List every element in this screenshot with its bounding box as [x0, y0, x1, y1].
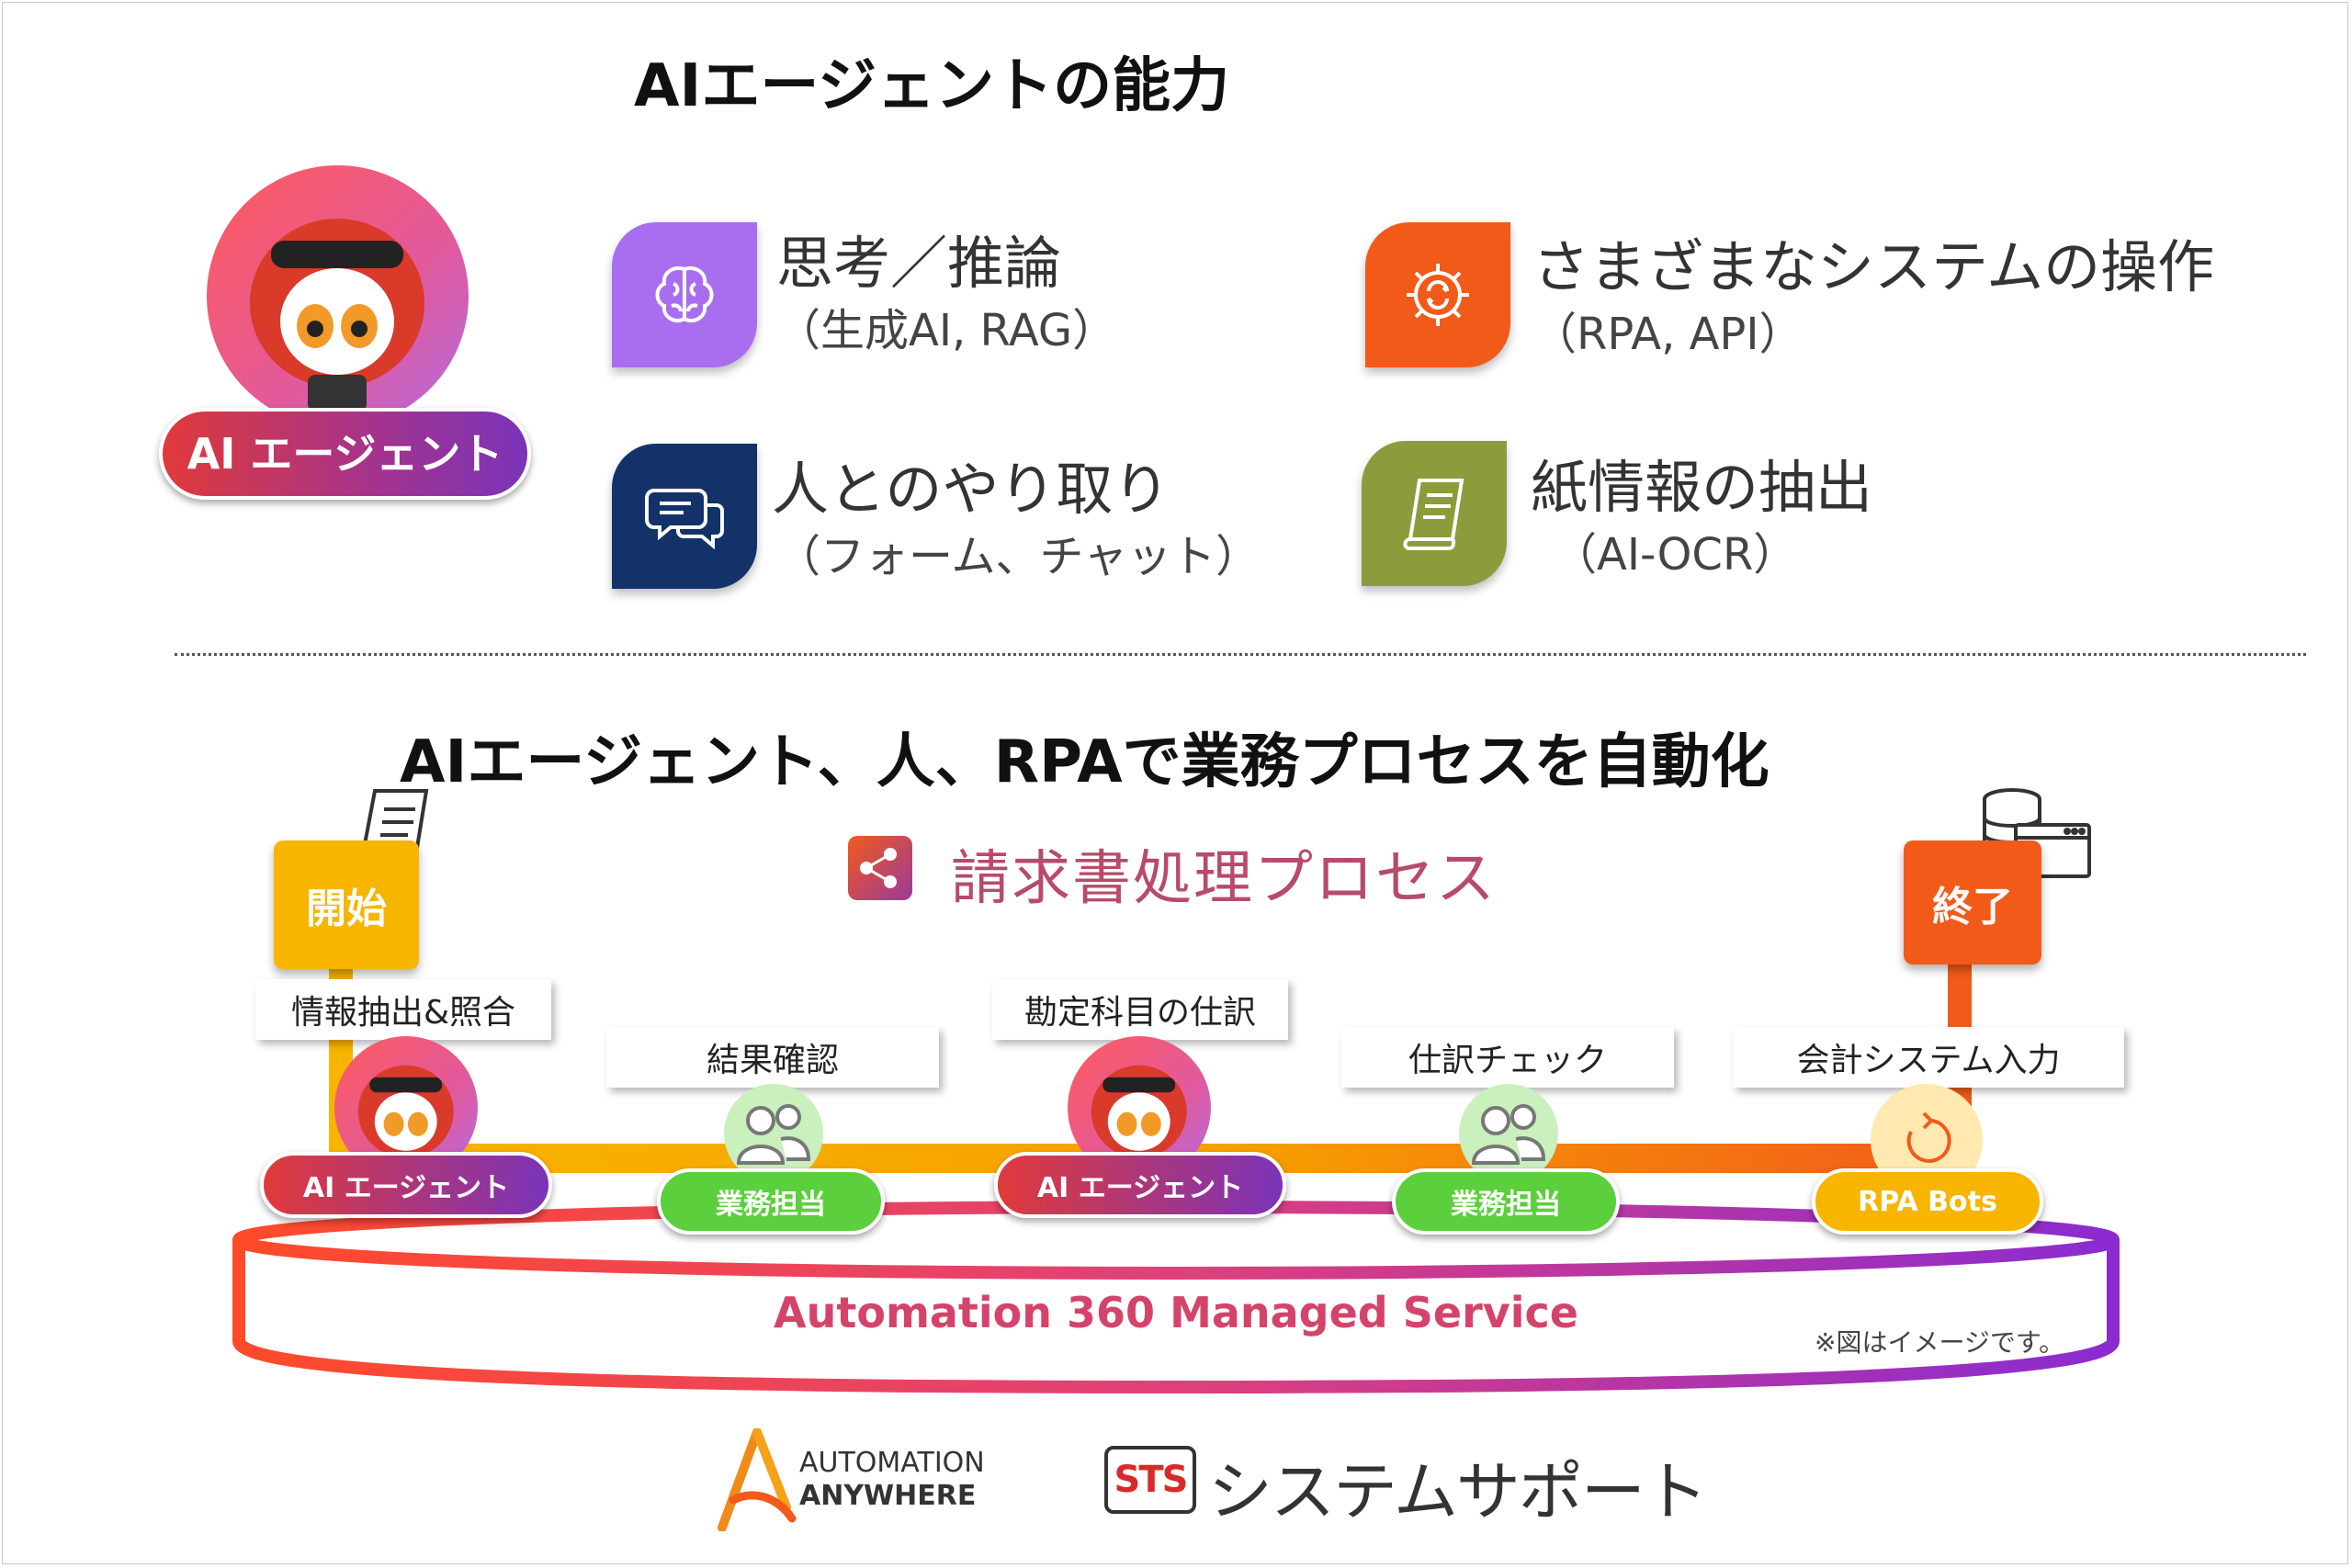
- capability-subtitle: （RPA, API）: [1532, 309, 1804, 360]
- people-icon: [724, 1084, 823, 1183]
- capability-subtitle: （生成AI, RAG）: [776, 305, 1117, 356]
- automation-anywhere-wordmark: AUTOMATION ANYWHERE: [799, 1447, 985, 1513]
- document-icon: [1362, 441, 1507, 586]
- logo-line2: ANYWHERE: [799, 1480, 977, 1512]
- section-title-capabilities: AIエージェントの能力: [634, 52, 1230, 120]
- step-label-accounting-input: 会計システム入力: [1733, 1027, 2124, 1088]
- people-icon: [1459, 1084, 1558, 1183]
- end-box: 終了: [1904, 840, 2041, 964]
- capability-title: 思考／推論: [776, 230, 1062, 297]
- system-support-wordmark: システムサポート: [1208, 1454, 1708, 1529]
- process-icon: [848, 836, 912, 900]
- capability-title: 紙情報の抽出: [1531, 454, 1873, 521]
- staff-badge: 業務担当: [1392, 1168, 1620, 1235]
- ai-agent-badge: AI エージェント: [260, 1152, 552, 1218]
- step-label-info-extraction: 情報抽出&照合: [255, 979, 551, 1040]
- ai-agent-avatar: [207, 165, 469, 427]
- staff-badge: 業務担当: [657, 1168, 885, 1235]
- brain-icon: [612, 222, 757, 367]
- gear-cycle-icon: [1365, 222, 1510, 367]
- capability-subtitle: （AI-OCR）: [1553, 529, 1798, 581]
- sts-mark-text: STS: [1114, 1459, 1189, 1501]
- logo-line1: AUTOMATION: [799, 1447, 985, 1479]
- automation-anywhere-logo: [715, 1427, 797, 1535]
- section-title-process: AIエージェント、人、RPAで業務プロセスを自動化: [400, 728, 1770, 796]
- ai-agent-badge: AI エージェント: [159, 408, 531, 500]
- disclaimer-note: ※図はイメージです。: [1815, 1327, 2065, 1358]
- capability-subtitle: （フォーム、チャット）: [776, 531, 1261, 582]
- step-label-journal-check: 仕訳チェック: [1341, 1027, 1674, 1088]
- capability-title: 人とのやり取り: [772, 456, 1170, 523]
- process-title: 請求書処理プロセス: [951, 845, 1497, 913]
- ai-agent-badge: AI エージェント: [994, 1152, 1286, 1218]
- rpa-bots-badge: RPA Bots: [1812, 1168, 2043, 1235]
- platform-label: Automation 360 Managed Service: [774, 1288, 1578, 1337]
- capability-title: さまざまなシステムの操作: [1532, 233, 2215, 300]
- sts-mark: STS: [1104, 1446, 1196, 1514]
- step-label-account-journal: 勘定科目の仕訳: [992, 979, 1288, 1040]
- chat-icon: [612, 444, 757, 589]
- step-label-result-check: 結果確認: [606, 1027, 939, 1088]
- section-divider: [175, 653, 2306, 656]
- start-box: 開始: [274, 840, 419, 969]
